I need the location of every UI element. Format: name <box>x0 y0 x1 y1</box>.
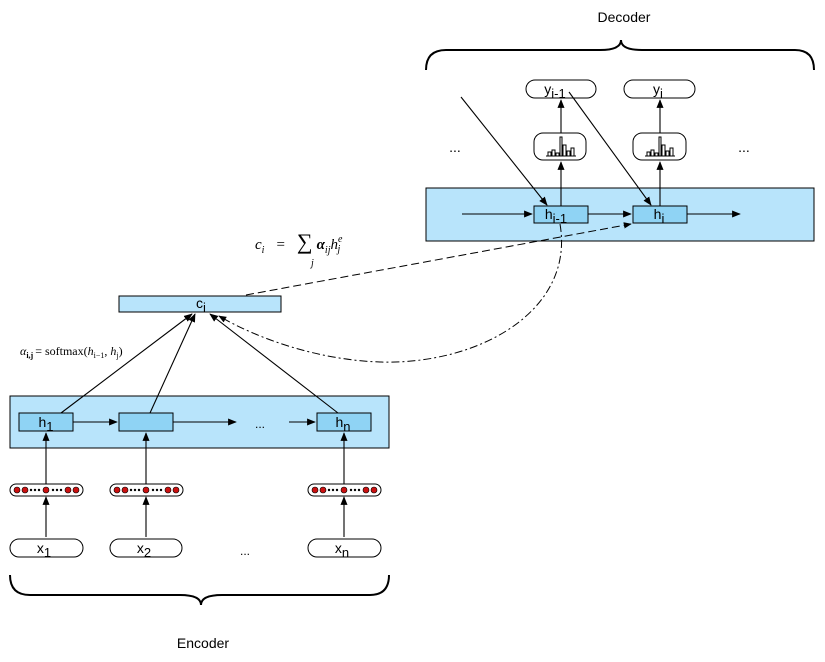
decoder-softmax-prev <box>533 132 587 161</box>
decoder-arrows <box>460 91 741 218</box>
encoder-input-1-label: x1 <box>37 540 51 560</box>
decoder-ellipsis-left: ... <box>449 139 461 155</box>
embedding-1 <box>9 483 84 497</box>
decoder-cell-cur-label: hi <box>654 206 665 226</box>
embedding-n <box>307 483 382 497</box>
context-vector <box>118 295 282 313</box>
decoder-brace <box>425 39 815 71</box>
decoder-label: Decoder <box>598 9 651 25</box>
encoder-input-2 <box>109 538 183 558</box>
decoder-ellipsis-right: ... <box>738 139 750 155</box>
encoder-cell-1-label: h1 <box>38 414 53 434</box>
context-formula-sum-index: j <box>309 258 314 269</box>
encoder-ellipsis: ... <box>255 417 265 431</box>
encoder-input-n <box>307 538 382 558</box>
decoder-cell-prev-label: hi-1 <box>545 206 567 226</box>
encoder-input-n-label: xn <box>335 540 349 560</box>
encoder-arrows <box>42 313 348 537</box>
decoder-softmax-cur <box>632 132 687 161</box>
encoder-cell-n <box>316 412 372 432</box>
encoder-label: Encoder <box>177 635 229 651</box>
decoder-output-prev <box>525 79 597 99</box>
encoder-input-1 <box>9 538 84 558</box>
context-to-decoder-dashed <box>245 222 632 296</box>
encoder-brace <box>9 574 390 606</box>
embedding-2 <box>109 483 184 497</box>
decoder-to-attention-dashdot <box>218 223 562 363</box>
decoder-output-cur-label: yi <box>653 81 663 101</box>
attention-formula: αi,j= softmax(hi−1, hj) <box>20 344 123 360</box>
encoder-cell-2 <box>118 412 174 432</box>
encoder-input-ellipsis: ... <box>240 544 250 558</box>
encoder-cell-n-label: hn <box>335 414 350 434</box>
context-vector-label: ci <box>196 295 206 315</box>
decoder-output-prev-label: yi-1 <box>544 81 565 101</box>
encoder-input-2-label: x2 <box>137 540 151 560</box>
decoder-output-cur <box>623 79 696 99</box>
